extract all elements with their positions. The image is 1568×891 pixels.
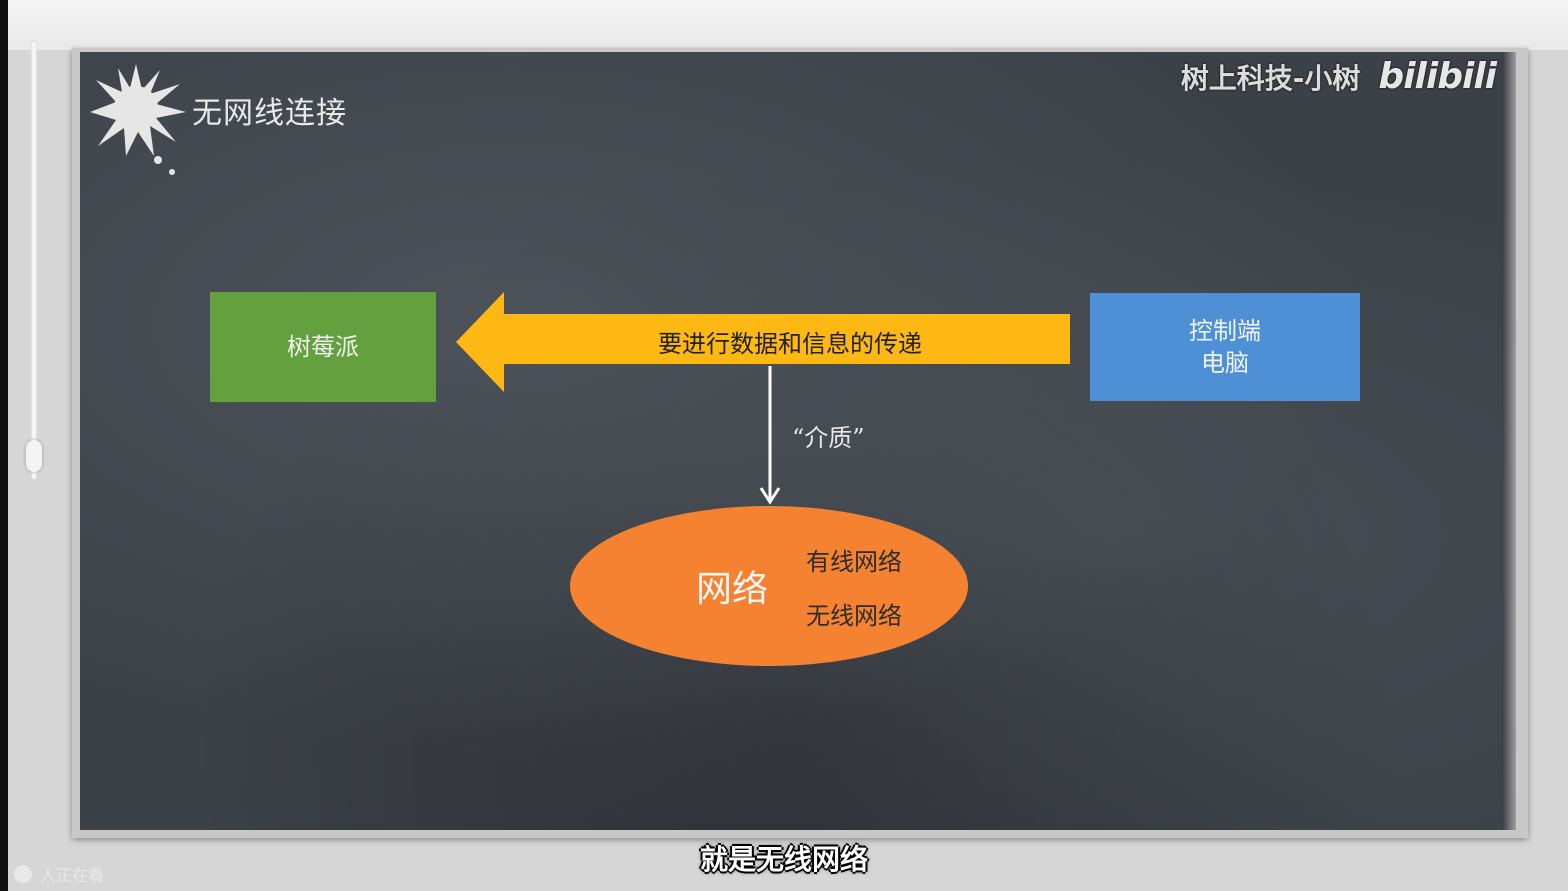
left-arrow-shape [456, 292, 1070, 392]
wireless-network-label: 无线网络 [806, 602, 902, 630]
viewer-count-overlay: 人正在看 [14, 862, 104, 886]
control-pc-label-line2: 电脑 [1201, 349, 1249, 377]
down-arrow-icon [759, 366, 781, 505]
bilibili-logo: bilibili [1378, 56, 1497, 97]
network-label: 网络 [696, 569, 769, 610]
watermark: 树上科技-小树 bilibili [1180, 56, 1497, 97]
viewer-icon [14, 865, 32, 883]
control-pc-label-line1: 控制端 [1189, 317, 1261, 345]
left-edge [0, 0, 8, 891]
slide-title: 无网线连接 [192, 96, 347, 131]
arrow-label: 要进行数据和信息的传递 [658, 330, 922, 358]
wired-network-label: 有线网络 [806, 548, 902, 576]
top-band [8, 0, 1568, 50]
subtitle-caption: 就是无线网络 [699, 843, 868, 876]
slider-thumb[interactable] [26, 440, 42, 472]
raspberry-pi-label: 树莓派 [287, 333, 359, 361]
viewer-count-text: 人正在看 [40, 866, 105, 885]
medium-label: “介质” [792, 424, 865, 452]
vertical-slider[interactable] [24, 40, 44, 480]
slider-track[interactable] [31, 40, 37, 480]
control-pc-box: 控制端 电脑 [1090, 293, 1360, 401]
watermark-text: 树上科技-小树 [1180, 61, 1361, 95]
raspberry-pi-box: 树莓派 [210, 292, 436, 402]
slide-board: 无网线连接 树上科技-小树 bilibili 树莓派 要进行数据和信息的传递 控… [80, 52, 1516, 830]
chalk-splat-icon [90, 64, 186, 175]
network-ellipse [570, 506, 968, 666]
